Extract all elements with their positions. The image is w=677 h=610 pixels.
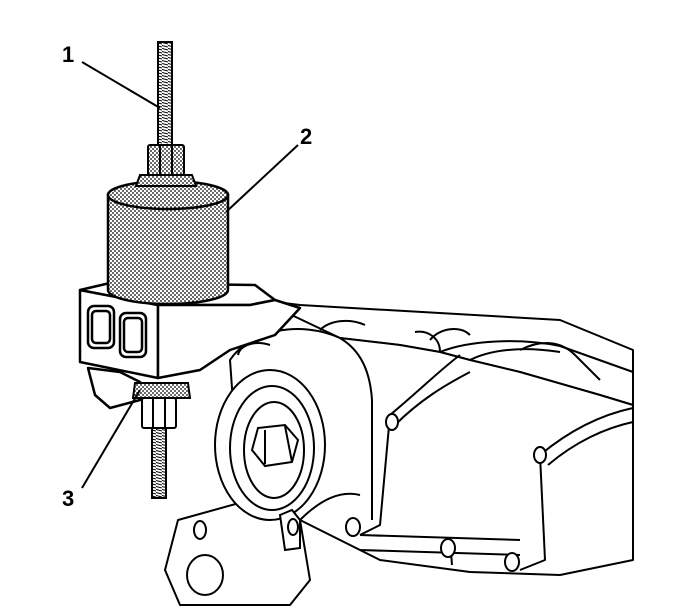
block-ribs	[237, 319, 634, 571]
threaded-rod-icon	[157, 41, 173, 153]
block-bosses	[186, 413, 547, 596]
callout-3: 3	[62, 486, 74, 511]
bore-opening	[214, 369, 326, 521]
hex-nut-icon	[134, 144, 198, 187]
leader-line-3	[81, 389, 141, 489]
lower-bolt	[131, 382, 192, 499]
leader-lines	[81, 61, 299, 489]
leader-line-2	[225, 144, 299, 213]
leader-line-1	[81, 61, 161, 109]
puller-cylinder-icon	[106, 179, 230, 306]
callout-1: 1	[62, 42, 74, 67]
callout-2: 2	[300, 124, 312, 149]
